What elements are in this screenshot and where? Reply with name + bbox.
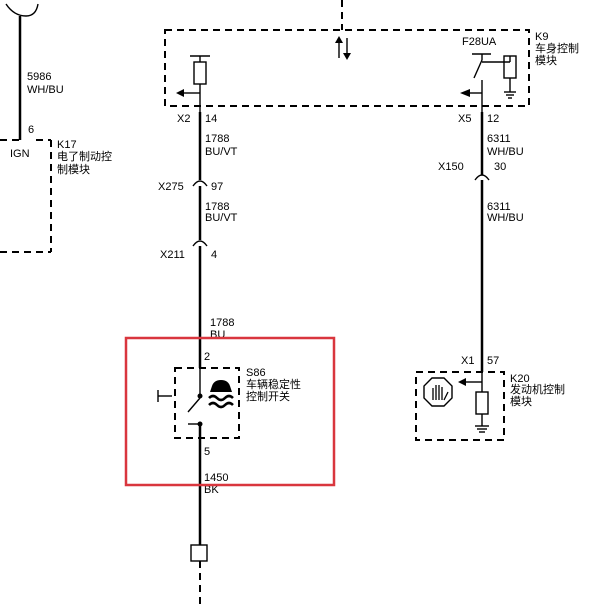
s86-module-id: S86 bbox=[246, 367, 266, 379]
k9-right-switch-icon bbox=[460, 53, 517, 112]
wire-6311-color-b: WH/BU bbox=[487, 212, 524, 224]
ground-connector-icon bbox=[190, 544, 208, 562]
x150-connector-name: X150 bbox=[438, 161, 464, 173]
k20-module bbox=[415, 371, 505, 441]
s86-switch-contact bbox=[187, 397, 201, 413]
s86-switch bbox=[157, 367, 240, 439]
wire-5986-circuit: 5986 bbox=[27, 71, 51, 83]
k20-module-id: K20 bbox=[510, 373, 530, 385]
x150-pin-number: 30 bbox=[494, 161, 506, 173]
k17-ign-label: IGN bbox=[10, 148, 30, 160]
bidirectional-arrow-icon bbox=[335, 36, 351, 60]
x1-connector-name: X1 bbox=[461, 355, 474, 367]
wire-1788-circuit-b: 1788 bbox=[205, 201, 229, 213]
s86-module-name-line1: 车辆稳定性 bbox=[246, 377, 301, 391]
k20-resistor-icon bbox=[475, 391, 489, 415]
k17-module-id: K17 bbox=[57, 139, 77, 151]
wire-6311-color-a: WH/BU bbox=[487, 146, 524, 158]
x150-connector-icon bbox=[474, 174, 490, 181]
x2-pin-number: 14 bbox=[205, 113, 217, 125]
k9-fuse-label: F28UA bbox=[462, 36, 497, 48]
x275-pin-number: 97 bbox=[211, 181, 223, 193]
k9-module-name-line2: 模块 bbox=[535, 54, 557, 67]
wire-5986-color: WH/BU bbox=[27, 84, 64, 96]
center-circuit: X2 14 1788 BU/VT X275 97 1788 BU/VT X211… bbox=[157, 112, 301, 605]
x5-pin-number: 12 bbox=[487, 113, 499, 125]
x275-connector-icon bbox=[192, 180, 208, 187]
x5-connector-name: X5 bbox=[458, 113, 471, 125]
wire-6311-circuit-a: 6311 bbox=[487, 133, 511, 145]
s86-pin-top: 2 bbox=[204, 351, 210, 363]
wire-6311-circuit-b: 6311 bbox=[487, 201, 511, 213]
x211-pin-number: 4 bbox=[211, 249, 217, 261]
right-circuit: X5 12 6311 WH/BU X150 30 6311 WH/BU X1 5… bbox=[415, 112, 565, 441]
wire-1788-color-b: BU/VT bbox=[205, 212, 238, 224]
highlight-box bbox=[124, 336, 336, 487]
k20-module-name-line1: 发动机控制 bbox=[510, 382, 565, 396]
k9-module-id: K9 bbox=[535, 31, 548, 43]
x2-connector-name: X2 bbox=[177, 113, 190, 125]
k9-boundary bbox=[164, 29, 530, 107]
k17-section: 5986 WH/BU 6 IGN K17 电了制动控 制模块 bbox=[0, 3, 112, 253]
k20-module-name-line2: 模块 bbox=[510, 395, 532, 408]
k20-boundary bbox=[415, 371, 505, 441]
x275-connector-name: X275 bbox=[158, 181, 184, 193]
x211-connector-name: X211 bbox=[160, 249, 185, 261]
k17-top-connector-hook bbox=[5, 3, 39, 17]
s86-pin-bottom: 5 bbox=[204, 446, 210, 458]
s86-module-name-line2: 控制开关 bbox=[246, 389, 290, 403]
wire-1450-color: BK bbox=[204, 484, 219, 496]
k9-module: K9 车身控制 模块 F28UA bbox=[164, 0, 579, 112]
wire-1450-circuit: 1450 bbox=[204, 472, 228, 484]
stability-control-icon bbox=[208, 380, 234, 409]
k9-left-resistor-icon bbox=[176, 55, 210, 112]
k9-module-name-line1: 车身控制 bbox=[535, 41, 579, 55]
wire-1788-color-a: BU/VT bbox=[205, 146, 238, 158]
wire-1788-circuit-a: 1788 bbox=[205, 133, 229, 145]
k17-pin-number: 6 bbox=[28, 124, 34, 136]
k17-module-name-line2: 制模块 bbox=[57, 163, 90, 176]
x211-connector-icon bbox=[192, 240, 208, 247]
s86-boundary bbox=[174, 367, 240, 439]
hand-stop-octagon-icon bbox=[423, 377, 453, 407]
x1-pin-number: 57 bbox=[487, 355, 499, 367]
k17-module-name-line1: 电了制动控 bbox=[57, 149, 112, 163]
wire-1788-circuit-c: 1788 bbox=[210, 317, 234, 329]
